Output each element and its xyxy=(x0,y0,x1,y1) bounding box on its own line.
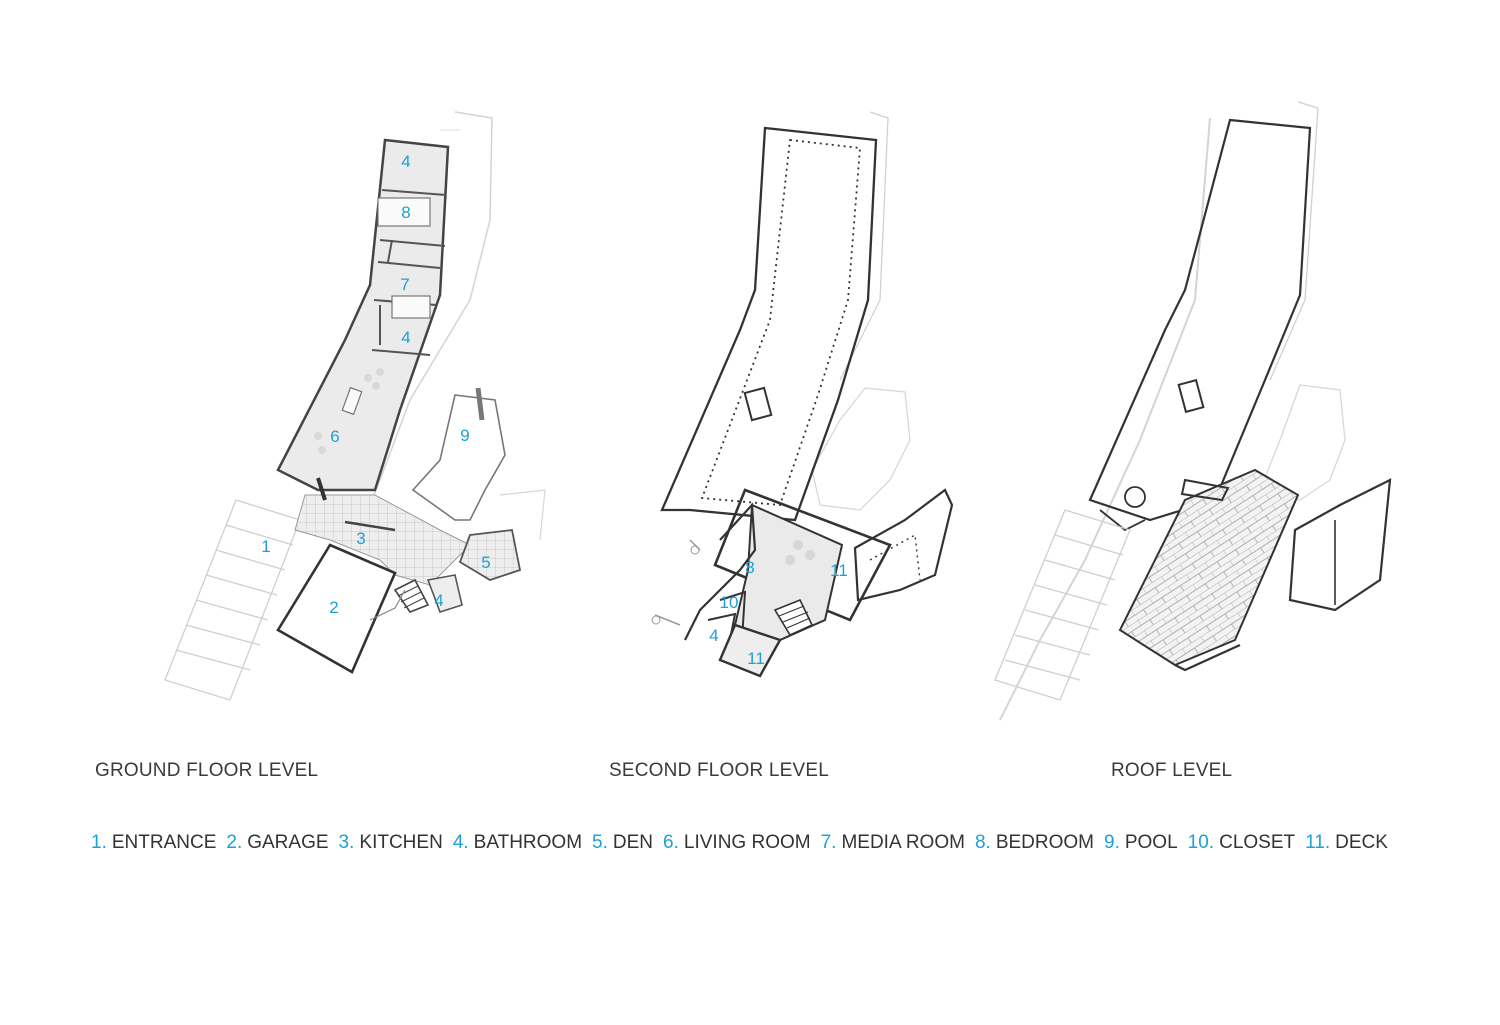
legend-label: BEDROOM xyxy=(995,832,1094,853)
den-area xyxy=(458,529,522,581)
label-deck: 11 xyxy=(830,561,848,580)
legend-label: CLOSET xyxy=(1219,832,1296,853)
legend-number: 6. xyxy=(663,832,679,853)
label-kitchen: 3 xyxy=(356,529,365,548)
label-entrance: 1 xyxy=(261,537,270,556)
building-footprint xyxy=(276,138,450,492)
stairs xyxy=(773,598,814,637)
label-bathroom: 4 xyxy=(709,626,718,645)
garage xyxy=(276,543,397,674)
green-roof xyxy=(1118,468,1300,667)
floor-plans-diagram: 4 8 7 4 6 9 1 3 5 2 4 8 11 10 4 11 xyxy=(164,101,1392,721)
legend-number: 8. xyxy=(974,832,991,853)
legend-label: LIVING ROOM xyxy=(683,832,811,853)
legend-label: DECK xyxy=(1335,832,1388,853)
legend-item: 3.KITCHEN xyxy=(339,832,443,854)
label-bedroom: 8 xyxy=(401,203,410,222)
legend-label: ENTRANCE xyxy=(111,832,217,853)
label-bathroom: 4 xyxy=(401,152,410,171)
legend-item: 11.DECK xyxy=(1305,832,1388,854)
legend-label: KITCHEN xyxy=(359,832,443,853)
legend-item: 8.BEDROOM xyxy=(975,832,1094,854)
site-outline xyxy=(371,111,493,501)
legend-item: 4.BATHROOM xyxy=(453,832,582,854)
legend-item: 5.DEN xyxy=(592,832,653,854)
legend-item: 9.POOL xyxy=(1104,832,1178,854)
legend-item: 6.LIVING ROOM xyxy=(663,832,811,854)
legend-number: 10. xyxy=(1187,832,1215,853)
label-garage: 2 xyxy=(329,598,338,617)
label-bedroom: 8 xyxy=(745,558,754,577)
legend-number: 7. xyxy=(820,832,837,853)
roof-prism xyxy=(1288,478,1392,612)
second-floor-plan xyxy=(651,111,954,678)
label-pool: 9 xyxy=(460,426,469,445)
label-media-room: 7 xyxy=(400,275,409,294)
legend-number: 5. xyxy=(592,832,608,853)
ground-floor-caption: GROUND FLOOR LEVEL xyxy=(95,760,319,781)
legend-label: POOL xyxy=(1124,832,1178,853)
stairs xyxy=(393,578,430,613)
label-bathroom: 4 xyxy=(434,591,443,610)
roof-plan xyxy=(994,101,1392,721)
entrance-steps xyxy=(164,499,301,701)
second-floor-caption: SECOND FLOOR LEVEL xyxy=(609,760,830,781)
legend-number: 9. xyxy=(1104,832,1120,853)
legend-number: 1. xyxy=(91,832,107,853)
label-living-room: 6 xyxy=(330,427,339,446)
kitchen-area xyxy=(294,494,471,586)
legend-number: 3. xyxy=(338,832,355,853)
label-den: 5 xyxy=(481,553,490,572)
room-labels: 4 8 7 4 6 9 1 3 5 2 4 8 11 10 4 11 xyxy=(261,152,848,668)
ground-floor-plan xyxy=(164,111,546,701)
roof-level-steps xyxy=(994,509,1131,701)
legend-item: 2.GARAGE xyxy=(226,832,328,854)
legend-item: 1.ENTRANCE xyxy=(91,832,216,854)
legend-label: BATHROOM xyxy=(473,832,583,853)
legend-label: MEDIA ROOM xyxy=(841,832,965,853)
pool xyxy=(411,394,506,521)
roof-level-caption: ROOF LEVEL xyxy=(1111,760,1233,781)
legend-number: 2. xyxy=(226,832,243,853)
legend-number: 11. xyxy=(1305,832,1331,853)
label-bathroom: 4 xyxy=(401,328,410,347)
legend-label: GARAGE xyxy=(247,832,329,853)
legend-item: 10.CLOSET xyxy=(1188,832,1295,854)
right-deck xyxy=(853,488,954,602)
legend-label: DEN xyxy=(612,832,654,853)
legend-number: 4. xyxy=(452,832,469,853)
cantilever-block xyxy=(713,488,892,622)
label-deck: 11 xyxy=(747,649,765,668)
legend-item: 7.MEDIA ROOM xyxy=(821,832,965,854)
roof-bar-outline xyxy=(1088,118,1312,522)
label-closet: 10 xyxy=(720,593,739,612)
